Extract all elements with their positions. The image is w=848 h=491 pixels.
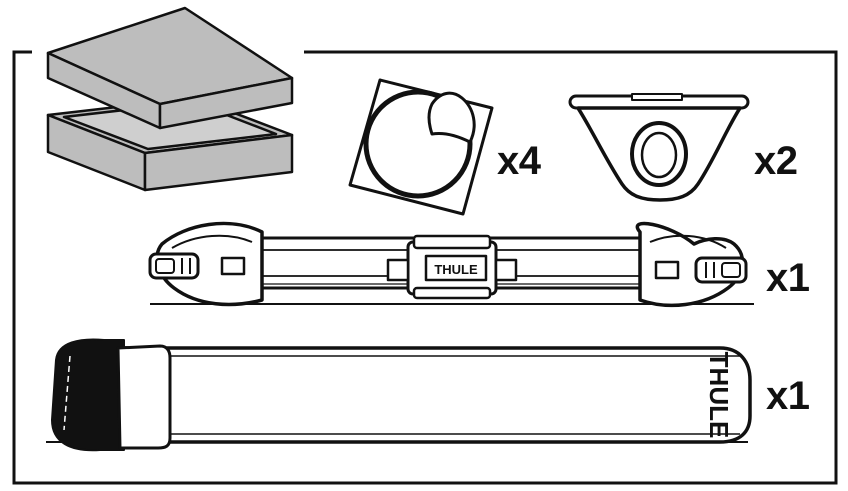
strap-icon bbox=[46, 338, 752, 452]
adapter-bracket-icon bbox=[568, 93, 750, 202]
wheel-holder-icon bbox=[148, 221, 754, 308]
holder-brand-label: THULE bbox=[434, 262, 478, 277]
strap-quantity-label: x1 bbox=[766, 374, 810, 418]
holder-quantity-label: x1 bbox=[766, 256, 810, 300]
pad-quantity-label: x4 bbox=[497, 139, 541, 183]
strap-brand-label: THULE bbox=[704, 352, 734, 439]
adhesive-pad-icon bbox=[348, 78, 494, 216]
adapter-quantity-label: x2 bbox=[754, 139, 798, 183]
parts-frame bbox=[12, 50, 838, 485]
box-icon bbox=[46, 6, 294, 192]
